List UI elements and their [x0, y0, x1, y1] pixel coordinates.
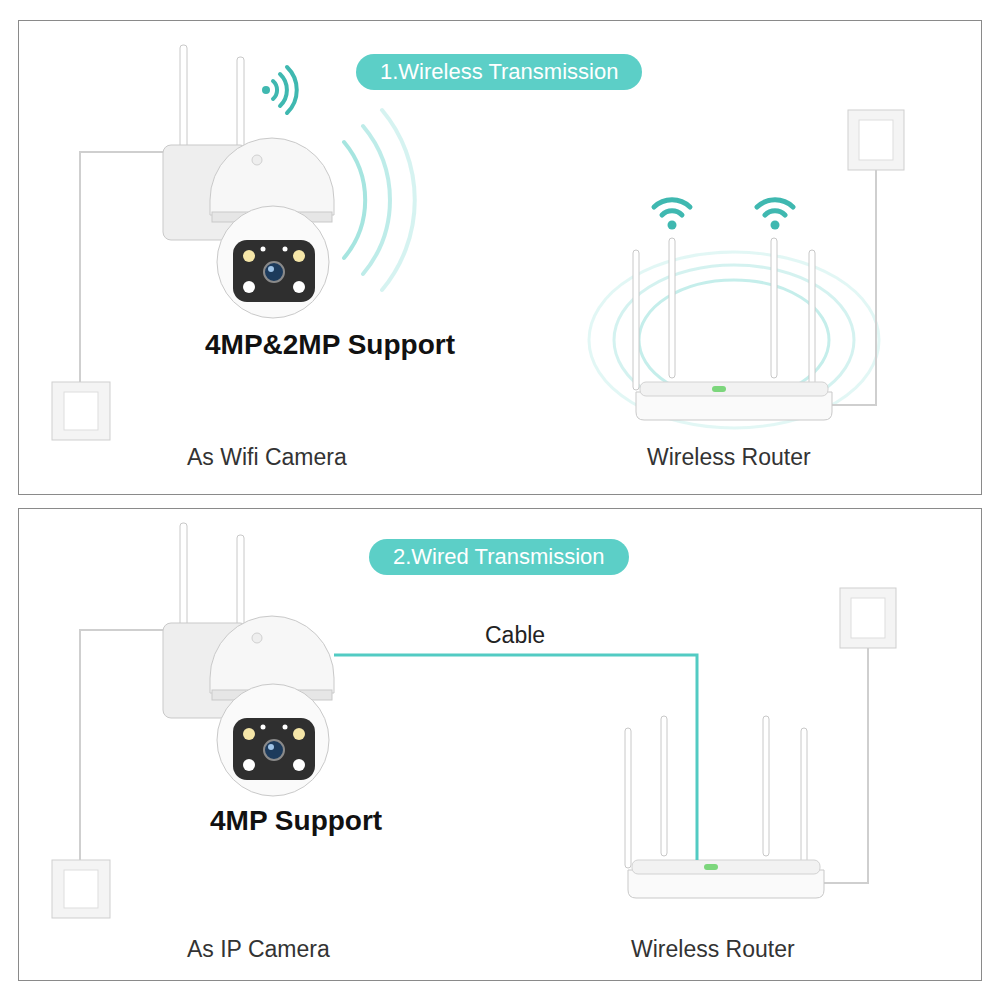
- camera-illustration: [52, 45, 334, 440]
- signal-arc: [382, 110, 415, 290]
- wifi-arc: [757, 200, 793, 207]
- wifi-icon: [262, 67, 297, 113]
- camera-node: 4MP&2MP SupportAs Wifi Camera: [212, 138, 334, 318]
- cable-line: [334, 655, 697, 860]
- section-pill: 2.Wired Transmission: [369, 539, 629, 575]
- device-caption: Wireless Router: [647, 444, 811, 472]
- cable-label: Cable: [481, 622, 549, 650]
- wifi-arc: [654, 200, 690, 207]
- camera-illustration: [52, 523, 334, 918]
- wifi-dot: [771, 221, 780, 230]
- wifi-icon: [654, 200, 690, 230]
- camera-node: 4MP SupportAs IP Camera: [212, 616, 334, 796]
- wifi-dot: [668, 221, 677, 230]
- router-illustration: [625, 588, 896, 898]
- wifi-dot: [262, 86, 270, 94]
- section-title: 1.Wireless Transmission: [380, 59, 618, 85]
- wifi-arc: [280, 74, 287, 106]
- section-pill: 1.Wireless Transmission: [356, 54, 642, 90]
- wifi-arc: [765, 211, 785, 215]
- signal-arc: [344, 142, 365, 258]
- device-caption: As Wifi Camera: [187, 444, 347, 472]
- device-caption: Wireless Router: [631, 936, 795, 964]
- wifi-icon: [757, 200, 793, 230]
- panel-frame: [19, 509, 982, 981]
- wifi-arc: [273, 81, 277, 99]
- panel-frame: [19, 21, 982, 495]
- wifi-arc: [662, 211, 682, 215]
- signal-waves: [344, 110, 415, 290]
- resolution-note: 4MP Support: [210, 804, 382, 838]
- router-node: Wireless Router: [636, 382, 832, 420]
- wifi-arc: [287, 67, 297, 113]
- signal-arc: [363, 126, 390, 274]
- device-caption: As IP Camera: [187, 936, 330, 964]
- router-illustration: [633, 110, 904, 420]
- router-node: Wireless Router: [628, 860, 824, 898]
- resolution-note: 4MP&2MP Support: [205, 328, 455, 362]
- section-title: 2.Wired Transmission: [393, 544, 605, 570]
